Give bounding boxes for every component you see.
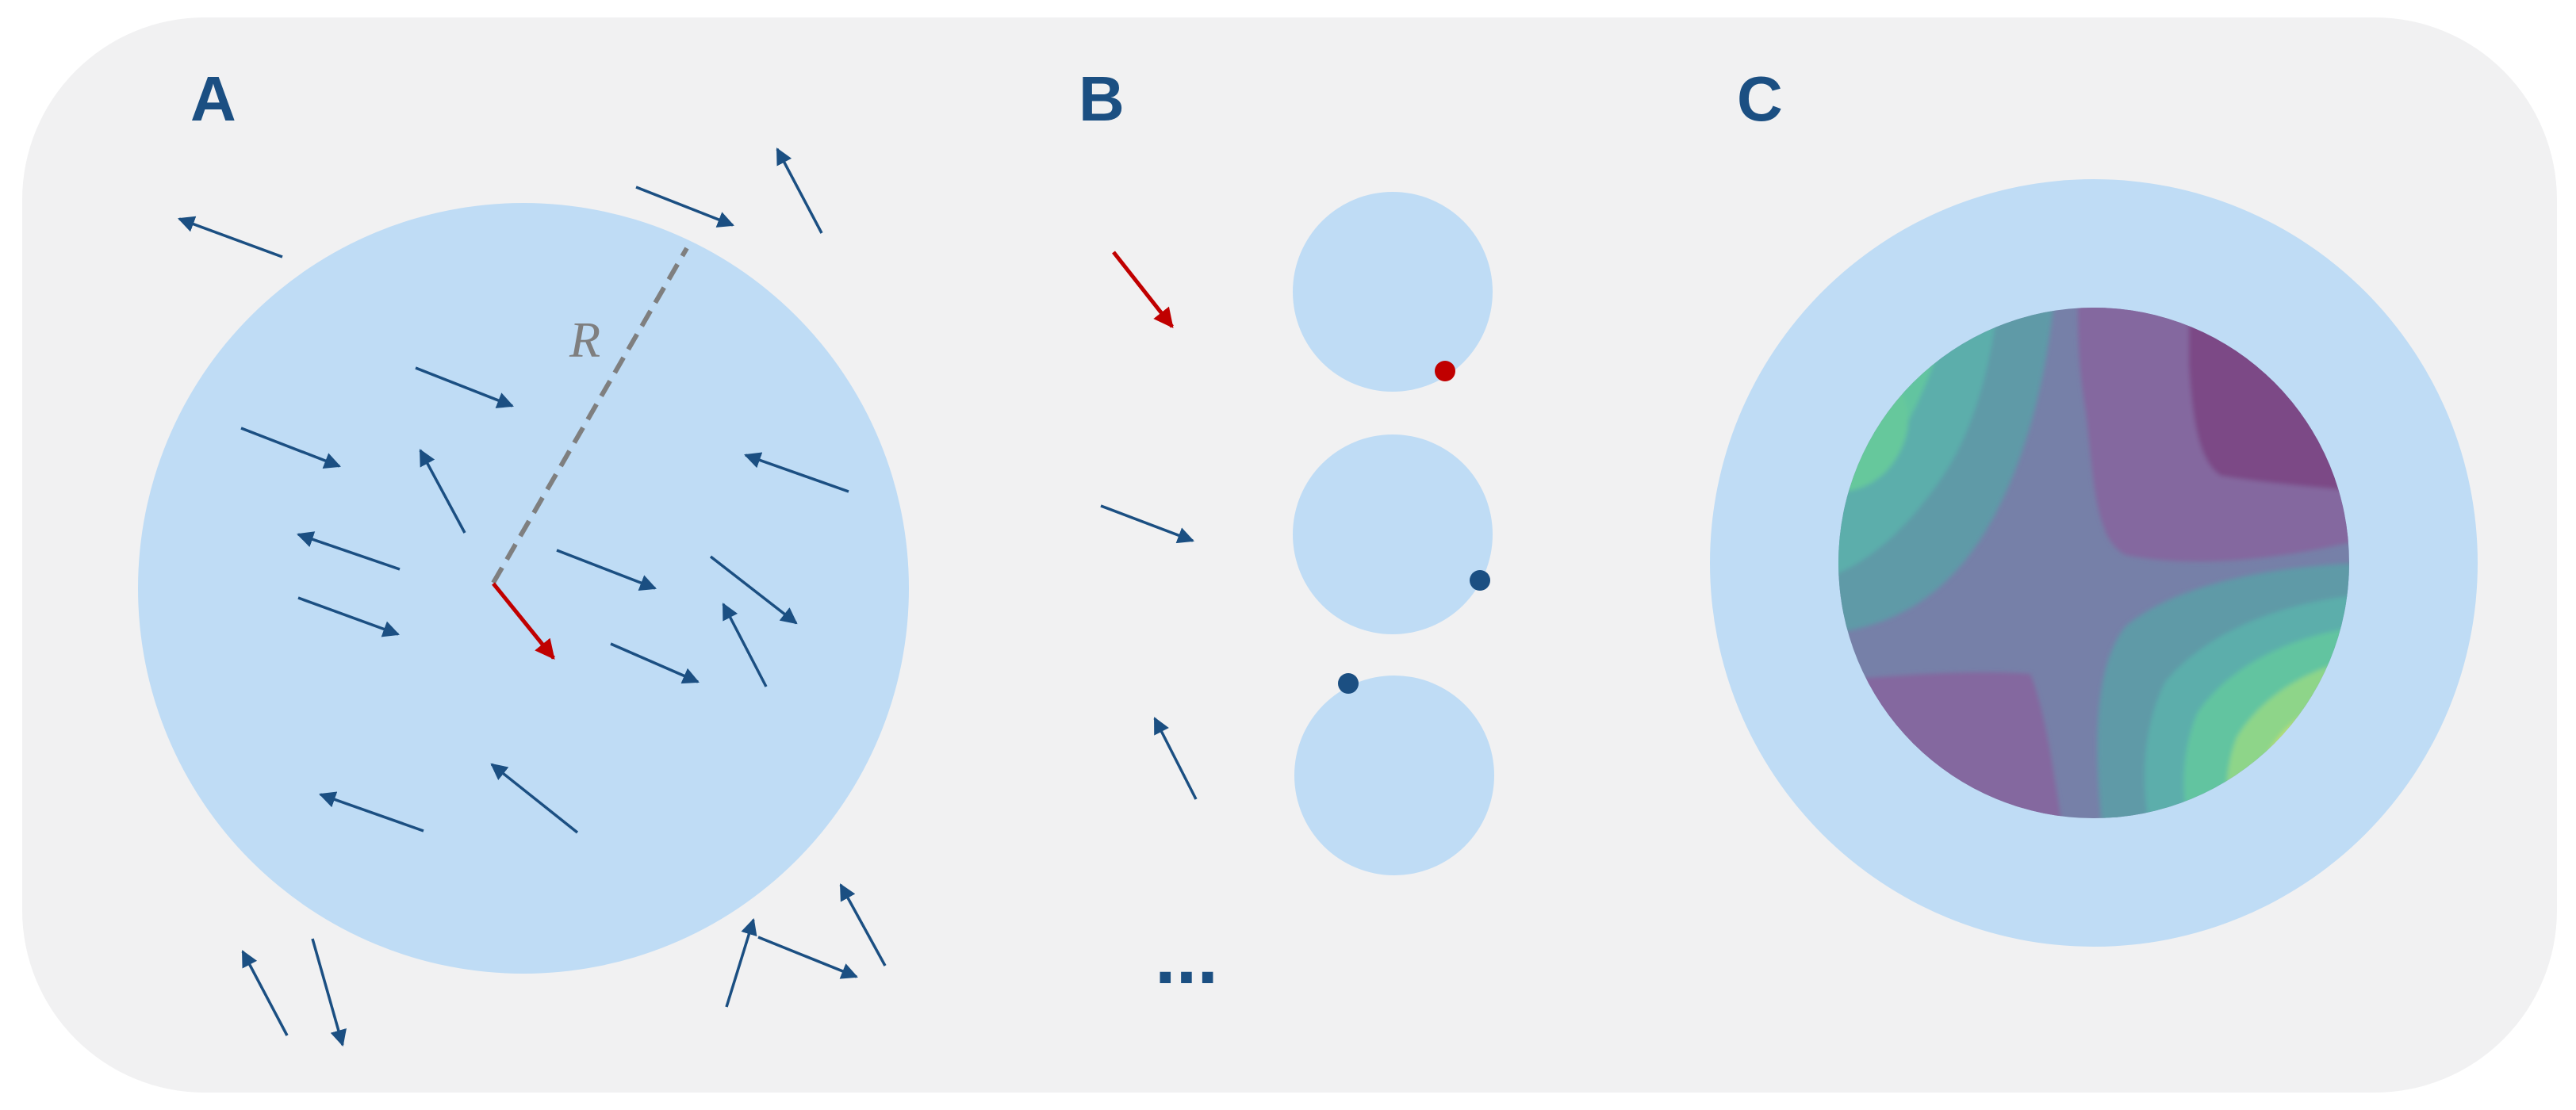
panel-a-label: A [190,63,236,134]
panel-b-label: B [1079,63,1125,134]
red-particle-arrow [492,582,555,660]
ellipsis: ... [1155,915,1218,1000]
particle-arrow [610,642,700,684]
particle-arrow [744,452,849,493]
particle-arrow [757,936,858,979]
particle-arrow [635,186,734,228]
blue-surface-point [1470,570,1490,591]
sphere-a [138,203,909,974]
particle-arrow [725,917,757,1008]
small-sphere-3 [1294,676,1494,875]
particle-arrow [776,147,823,234]
particle-arrow [297,531,401,571]
particle-arrow [556,549,657,591]
panel-a: A R [138,63,909,1047]
radius-line [491,247,689,584]
particle-arrow [722,603,768,687]
particle-arrow [319,791,424,832]
particle-arrow [709,555,798,625]
small-sphere-1 [1293,192,1493,392]
particle-arrow [297,596,400,637]
panel-b: B ... [1079,63,1494,1000]
blue-incoming-arrow [1153,717,1198,800]
particle-arrows-a [178,147,887,1047]
particle-arrow [415,366,514,408]
red-surface-point [1435,361,1455,381]
small-sphere-2 [1293,434,1493,634]
particle-arrow [839,883,887,966]
particle-arrow [419,449,466,534]
particle-arrow [241,950,289,1036]
blue-surface-point [1338,673,1359,694]
panel-c-label: C [1737,63,1783,134]
particle-arrow [240,427,341,469]
particle-arrow [311,938,347,1047]
particle-arrow [178,216,283,258]
panel-c: C [1710,63,2478,947]
radius-label: R [569,312,600,368]
blue-incoming-arrow [1100,504,1194,544]
particle-arrow [490,763,579,834]
red-incoming-arrow [1112,251,1174,328]
